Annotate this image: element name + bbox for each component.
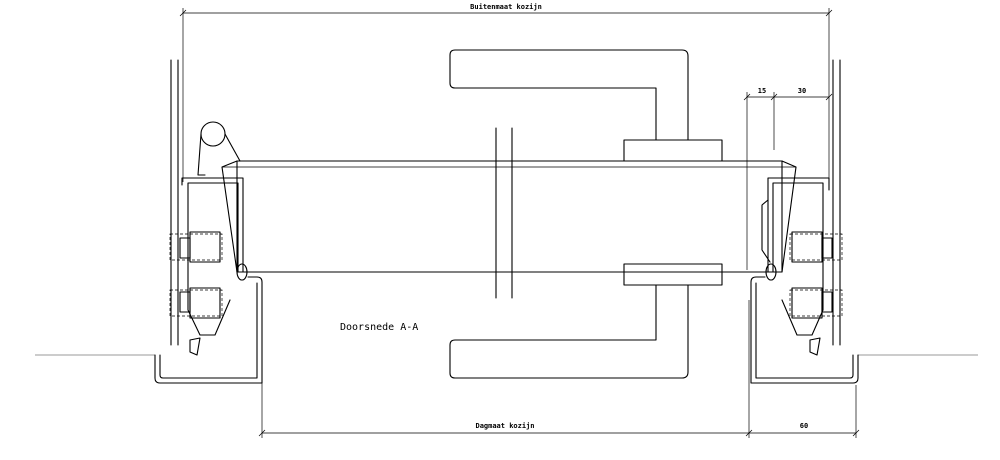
dimension-60-label: 60 bbox=[800, 422, 808, 430]
outer-dimension: Buitenmaat kozijn bbox=[179, 3, 833, 182]
outer-dimension-label: Buitenmaat kozijn bbox=[470, 3, 542, 11]
dimension-15-label: 15 bbox=[758, 87, 766, 95]
section-title: Doorsnede A-A bbox=[340, 322, 418, 333]
left-frame bbox=[154, 59, 263, 384]
handle-bottom bbox=[449, 284, 689, 379]
inner-dimension-label: Dagmaat kozijn bbox=[475, 422, 534, 430]
dimension-30-label: 30 bbox=[798, 87, 806, 95]
section-break bbox=[495, 127, 513, 299]
door-leaf bbox=[221, 160, 797, 273]
dimension-15-30: 15 30 bbox=[743, 87, 833, 270]
handle-rosette bbox=[623, 139, 723, 286]
inner-dimension: Dagmaat kozijn bbox=[258, 300, 753, 438]
dimension-60: 60 bbox=[749, 385, 860, 438]
handle-top bbox=[449, 49, 689, 141]
right-frame bbox=[750, 59, 859, 384]
